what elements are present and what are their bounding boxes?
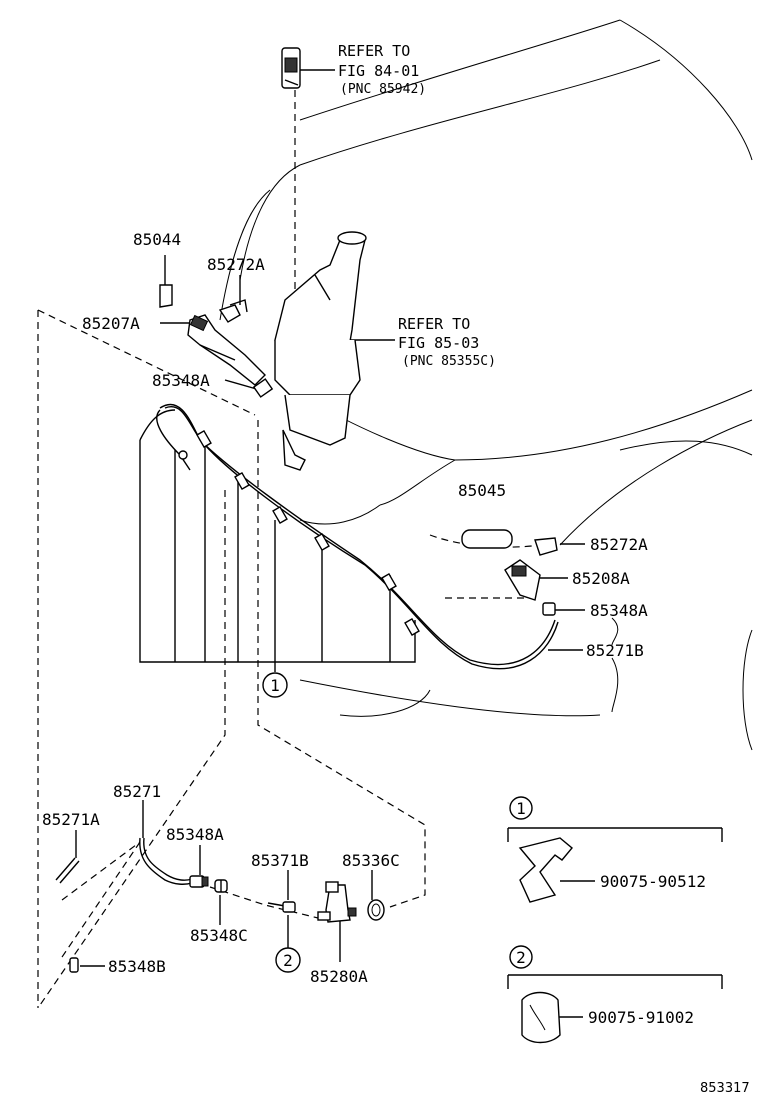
detail-box-2: 2 90075-91002 <box>507 945 723 1044</box>
vehicle-body-outline <box>219 19 753 751</box>
hose-85271A <box>55 857 80 884</box>
label-85272A-top: 85272A <box>207 255 265 274</box>
svg-text:1: 1 <box>516 799 526 818</box>
grommet-85336C <box>367 899 385 921</box>
svg-text:(PNC 85942): (PNC 85942) <box>340 82 426 97</box>
label-85208A: 85208A <box>572 569 630 588</box>
washer-nozzle-85207A <box>187 314 266 386</box>
svg-text:2: 2 <box>516 948 526 967</box>
joint-85348B <box>69 957 79 973</box>
label-85045: 85045 <box>458 481 506 500</box>
svg-text:REFER TO: REFER TO <box>398 315 470 333</box>
cover-85045 <box>461 529 513 549</box>
svg-text:(PNC 85355C): (PNC 85355C) <box>402 354 496 369</box>
label-85371B: 85371B <box>251 851 309 870</box>
joint-85348A-right <box>542 602 556 616</box>
svg-text:REFER TO: REFER TO <box>338 42 410 60</box>
clip-part-number-1: 90075-90512 <box>600 872 706 891</box>
figure-number: 853317 <box>700 1081 750 1096</box>
label-85336C: 85336C <box>342 851 400 870</box>
clip-part-number-2: 90075-91002 <box>588 1008 694 1027</box>
leader-lines <box>75 69 619 1018</box>
joint-85348C <box>214 879 228 893</box>
joint-85348A-low <box>189 875 209 888</box>
clip-85272A-top <box>218 299 248 323</box>
bumper-panel <box>139 409 416 663</box>
washer-nozzle-85208A <box>504 559 541 601</box>
reference-85-03: REFER TO FIG 85-03 (PNC 85355C) <box>398 315 496 369</box>
hose-85271 <box>139 837 193 885</box>
bolt-85371B <box>267 901 296 913</box>
callout-1: 1 <box>262 672 288 698</box>
label-85044: 85044 <box>133 230 181 249</box>
detail-box-1: 1 90075-90512 <box>507 796 723 903</box>
boundary-dashes <box>37 309 541 1009</box>
callout-2: 2 <box>275 947 301 973</box>
label-85271: 85271 <box>113 782 161 801</box>
svg-text:1: 1 <box>270 676 280 695</box>
label-85348A-low: 85348A <box>166 825 224 844</box>
pump-85280A <box>317 881 357 923</box>
label-85207A: 85207A <box>82 314 140 333</box>
label-85348B: 85348B <box>108 957 166 976</box>
label-85348C: 85348C <box>190 926 248 945</box>
label-85271A: 85271A <box>42 810 100 829</box>
joint-85348A-top <box>252 378 274 398</box>
svg-text:FIG 85-03: FIG 85-03 <box>398 334 479 352</box>
washer-hose <box>156 403 559 670</box>
cover-85044 <box>159 284 173 308</box>
label-85280A: 85280A <box>310 967 368 986</box>
washer-reservoir <box>274 231 367 471</box>
svg-text:FIG 84-01: FIG 84-01 <box>338 62 419 80</box>
label-85348A-top: 85348A <box>152 371 210 390</box>
part-labels: 85044 85272A 85207A 85348A 85045 85272A … <box>42 230 648 986</box>
clip-85272A-right <box>534 537 558 556</box>
label-85348A-right: 85348A <box>590 601 648 620</box>
connector-85942 <box>281 47 301 89</box>
svg-text:2: 2 <box>283 951 293 970</box>
label-85272A-right: 85272A <box>590 535 648 554</box>
reference-84-01: REFER TO FIG 84-01 (PNC 85942) <box>338 42 426 97</box>
label-85271B: 85271B <box>586 641 644 660</box>
